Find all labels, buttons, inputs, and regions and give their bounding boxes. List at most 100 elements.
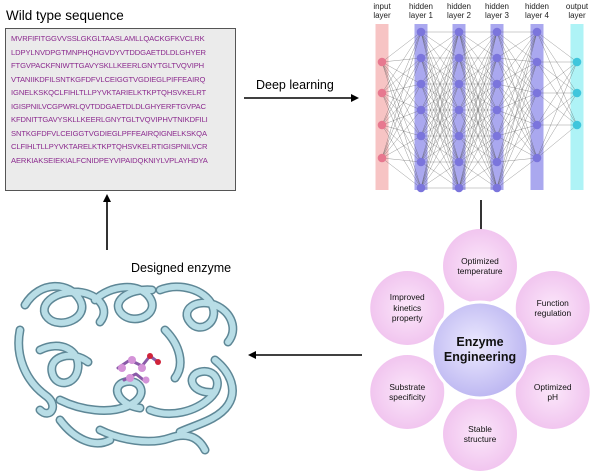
network-edge <box>458 31 498 85</box>
sequence-line: FTGVPACKFNIWTTGAVYSKLLKEERLGNYTGLTVQVIPH <box>11 61 205 70</box>
network-edge <box>496 92 538 137</box>
network-edge <box>496 157 538 189</box>
sequence-line: IGNELKSKQCLFIHLTLLPYVKTARIELKTKPTQHSVKEL… <box>11 88 206 97</box>
network-edge <box>536 31 578 126</box>
network-node <box>492 157 502 167</box>
center-circle <box>430 300 530 400</box>
network-edge <box>496 83 538 126</box>
network-edge <box>458 31 498 111</box>
network-edge <box>420 31 460 85</box>
network-node <box>572 88 582 98</box>
network-node <box>416 27 426 37</box>
network-edge <box>420 109 460 189</box>
network-edge <box>496 31 538 163</box>
network-edge <box>536 31 578 94</box>
network-edge <box>381 92 422 189</box>
network-edge <box>381 61 422 85</box>
network-edge <box>496 57 538 63</box>
layer-bar <box>375 24 389 190</box>
network-edge <box>496 61 538 137</box>
network-edge <box>381 61 422 163</box>
network-edge <box>381 57 422 126</box>
network-edge <box>496 109 538 159</box>
network-node <box>572 120 582 130</box>
network-node <box>492 79 502 89</box>
network-edge <box>381 57 422 94</box>
network-edge <box>381 31 422 94</box>
network-node <box>532 88 542 98</box>
network-edge <box>381 124 422 189</box>
network-edge <box>496 83 538 94</box>
network-edge <box>420 31 460 111</box>
network-edge <box>458 83 498 189</box>
network-node <box>492 105 502 115</box>
network-edge <box>420 31 460 59</box>
network-edge <box>496 31 538 111</box>
network-node <box>572 57 582 67</box>
network-edge <box>496 61 538 189</box>
network-edge <box>381 57 422 63</box>
network-edge <box>536 61 578 126</box>
network-edge <box>381 157 422 189</box>
network-edge <box>381 135 422 159</box>
deep-learning-label: Deep learning <box>256 78 334 92</box>
network-node <box>416 157 426 167</box>
network-edge <box>420 31 460 163</box>
network-node <box>416 105 426 115</box>
network-edge <box>536 92 578 126</box>
layer-bar <box>570 24 584 190</box>
network-edge <box>381 92 422 111</box>
sequence-line: MVRFIFITGGVVSSLGKGLTAASLAMLLQACKGFKVCLRK <box>11 34 205 43</box>
network-edge <box>496 124 538 137</box>
sequence-title: Wild type sequence <box>6 8 124 23</box>
network-edge <box>496 92 538 111</box>
network-edge <box>381 61 422 137</box>
network-edge <box>381 109 422 126</box>
network-edge <box>458 31 498 189</box>
network-edge <box>381 157 422 163</box>
network-edge <box>496 57 538 126</box>
network-edge <box>496 61 538 163</box>
network-edge <box>496 31 538 189</box>
network-node <box>532 153 542 163</box>
network-node <box>377 88 387 98</box>
network-edge <box>496 57 538 94</box>
network-edge <box>381 109 422 159</box>
petal-circle <box>515 271 590 345</box>
sequence-line: SNTKGFDFVLCEIGGTVGDIEGLPFFEAIRQIGNELKSKQ… <box>11 128 207 138</box>
network-edge <box>381 31 422 159</box>
network-edge <box>496 124 538 163</box>
network-edge <box>420 161 460 189</box>
network-node <box>416 53 426 63</box>
network-node <box>454 27 464 37</box>
sequence-line: LDPYLNVDPGTMNPHQHGVDYVTDDGAETDLDLGHYER <box>11 47 206 57</box>
petal-circle <box>515 355 590 429</box>
network-edge <box>381 124 422 163</box>
network-edge <box>420 57 460 189</box>
sequence-line: VTANIIKDFILSNTKGFDFVLCEIGGTVGDIEGLPIFFEA… <box>11 74 206 84</box>
network-edge <box>458 31 498 59</box>
network-edge <box>420 31 460 189</box>
network-node <box>377 57 387 67</box>
network-edge <box>496 61 538 85</box>
network-node <box>416 183 426 193</box>
network-edge <box>381 57 422 159</box>
network-node <box>492 27 502 37</box>
network-edge <box>496 124 538 189</box>
network-node <box>416 79 426 89</box>
network-node <box>454 105 464 115</box>
network-node <box>492 183 502 193</box>
petal-circle <box>370 355 445 429</box>
network-node <box>454 131 464 141</box>
